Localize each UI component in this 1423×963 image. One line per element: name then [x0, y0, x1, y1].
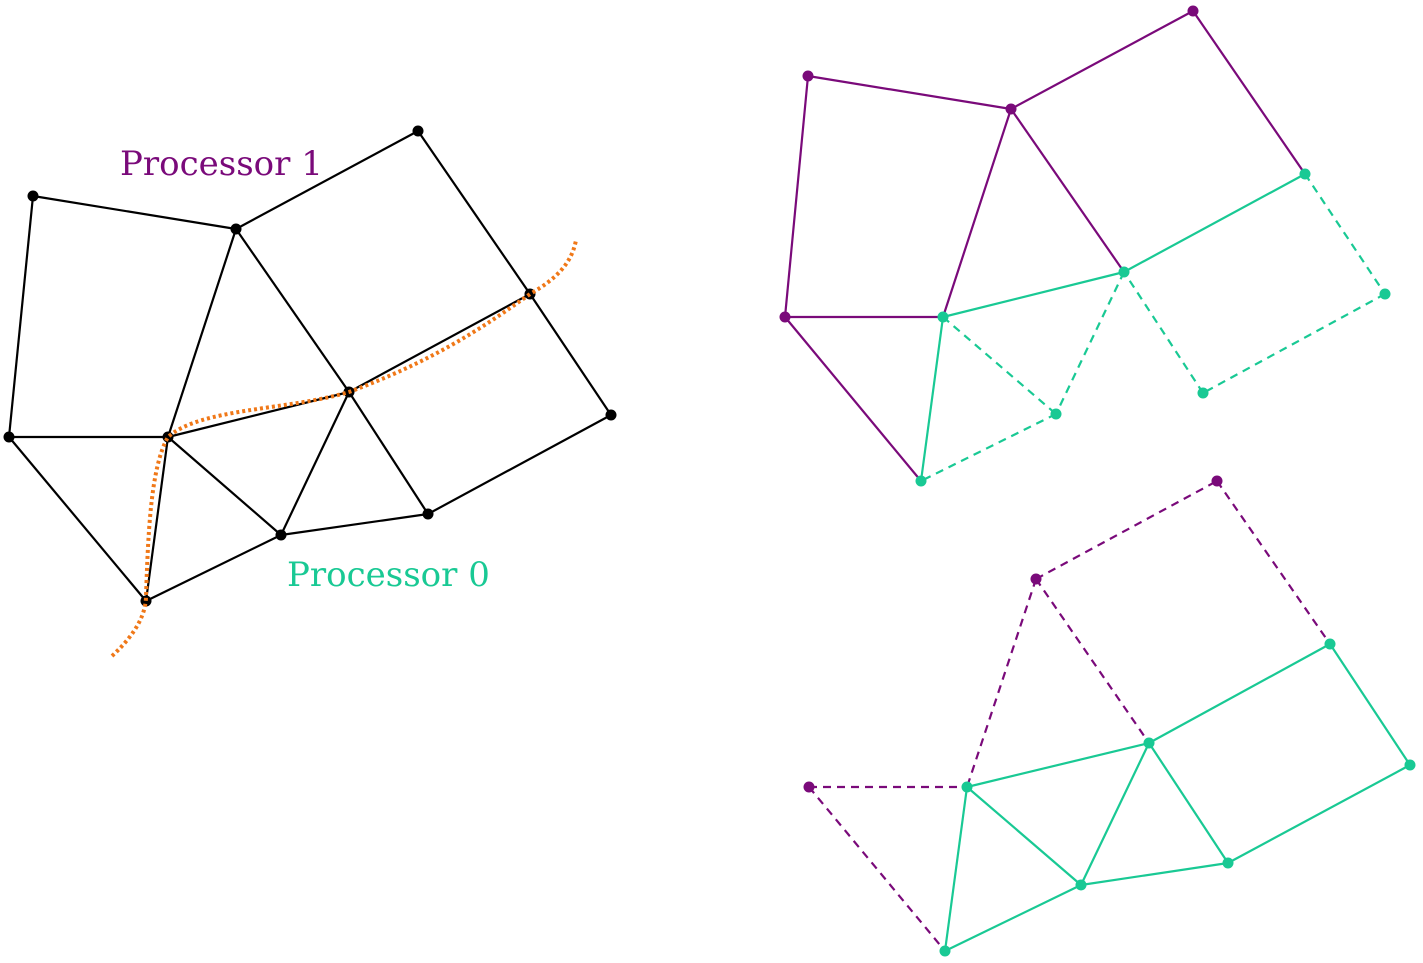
mesh-edge [784, 316, 922, 482]
ghost-edge [1035, 480, 1218, 580]
mesh-edge [783, 75, 810, 318]
processor-0-label: Processor 0 [287, 555, 490, 595]
mesh-node [802, 70, 814, 82]
mesh-node [1143, 737, 1155, 749]
mesh-edge [941, 108, 1013, 318]
ghost-edge [808, 786, 946, 952]
ghost-edge [942, 316, 1057, 415]
mesh-node [422, 508, 434, 520]
mesh-node [1050, 408, 1062, 420]
ghost-edge [1202, 293, 1386, 394]
ghost-edge [965, 578, 1038, 788]
mesh-node [275, 529, 287, 541]
mesh-edge [1329, 643, 1411, 766]
processor-0-submesh-nodes [803, 475, 1416, 957]
processor-1-submesh-owned-edges [783, 10, 1306, 482]
partition-curve [110, 239, 578, 658]
mesh-edge [1148, 742, 1229, 864]
ghost-edge [920, 413, 1057, 482]
mesh-node [605, 409, 617, 421]
mesh-node [1404, 759, 1416, 771]
mesh-edge [8, 436, 147, 602]
mesh-edge [32, 194, 237, 231]
mesh-node [1187, 5, 1199, 17]
mesh-edge [942, 270, 1125, 319]
mesh-node [3, 431, 15, 443]
mesh-edge [944, 884, 1082, 952]
mesh-node [939, 945, 951, 957]
mesh-edge [145, 534, 282, 602]
ghost-edge [1216, 480, 1331, 645]
mesh-edge [235, 228, 350, 393]
full-mesh [7, 130, 612, 602]
processor-1-submesh-shared-edges [919, 173, 1306, 482]
mesh-edge [167, 436, 282, 536]
mesh-edge [427, 414, 612, 515]
mesh-node [1197, 387, 1209, 399]
ghost-edge [1035, 578, 1150, 744]
mesh-edge [144, 436, 170, 602]
mesh-node [1030, 573, 1042, 585]
mesh-edge [1080, 861, 1229, 887]
mesh-edge [966, 786, 1082, 886]
mesh-node [1005, 103, 1017, 115]
full-mesh-nodes [3, 125, 617, 607]
mesh-edge [807, 74, 1012, 111]
mesh-node [140, 595, 152, 607]
ghost-edge [1304, 173, 1386, 295]
mesh-node [915, 475, 927, 487]
mesh-edge [348, 293, 531, 393]
mesh-edge [166, 228, 238, 438]
mesh-edge [280, 391, 350, 536]
ghost-edge [1123, 271, 1204, 394]
mesh-node [1324, 638, 1336, 650]
mesh-node [779, 311, 791, 323]
mesh-edge [280, 512, 429, 537]
mesh-node [961, 781, 973, 793]
processor-0-submesh-ghost-edges [808, 480, 1331, 952]
mesh-node [1379, 288, 1391, 300]
mesh-edge [7, 195, 35, 438]
mesh-node [803, 781, 815, 793]
mesh-edge [943, 786, 969, 952]
mesh-node [1222, 857, 1234, 869]
mesh-edge [1148, 643, 1331, 744]
processor-1-label: Processor 1 [120, 144, 323, 184]
mesh-node [27, 190, 39, 202]
processor-1-submesh-ghost-edges [920, 173, 1386, 482]
mesh-node [1211, 475, 1223, 487]
mesh-node [230, 223, 242, 235]
mesh-node [937, 311, 949, 323]
mesh-edge [919, 316, 945, 482]
mesh-node [1118, 266, 1130, 278]
mesh-edge [1010, 108, 1125, 273]
mesh-edge [235, 130, 419, 230]
mesh-edge [966, 741, 1150, 789]
mesh-edge [1192, 10, 1306, 175]
processor-1-submesh-nodes [779, 5, 1391, 487]
mesh-edge [1010, 10, 1194, 110]
mesh-edge [348, 391, 429, 515]
mesh-edge [167, 390, 350, 439]
ghost-edge [1055, 271, 1125, 415]
mesh-node [412, 125, 424, 137]
mesh-edge [1227, 764, 1411, 864]
mesh-edge [1123, 173, 1306, 273]
mesh-node [1075, 879, 1087, 891]
mesh-node [1299, 168, 1311, 180]
mesh-edge [529, 293, 612, 416]
mesh-edge [417, 130, 531, 295]
processor-0-submesh-owned-edges [943, 643, 1411, 952]
mesh-edge [1080, 742, 1150, 886]
